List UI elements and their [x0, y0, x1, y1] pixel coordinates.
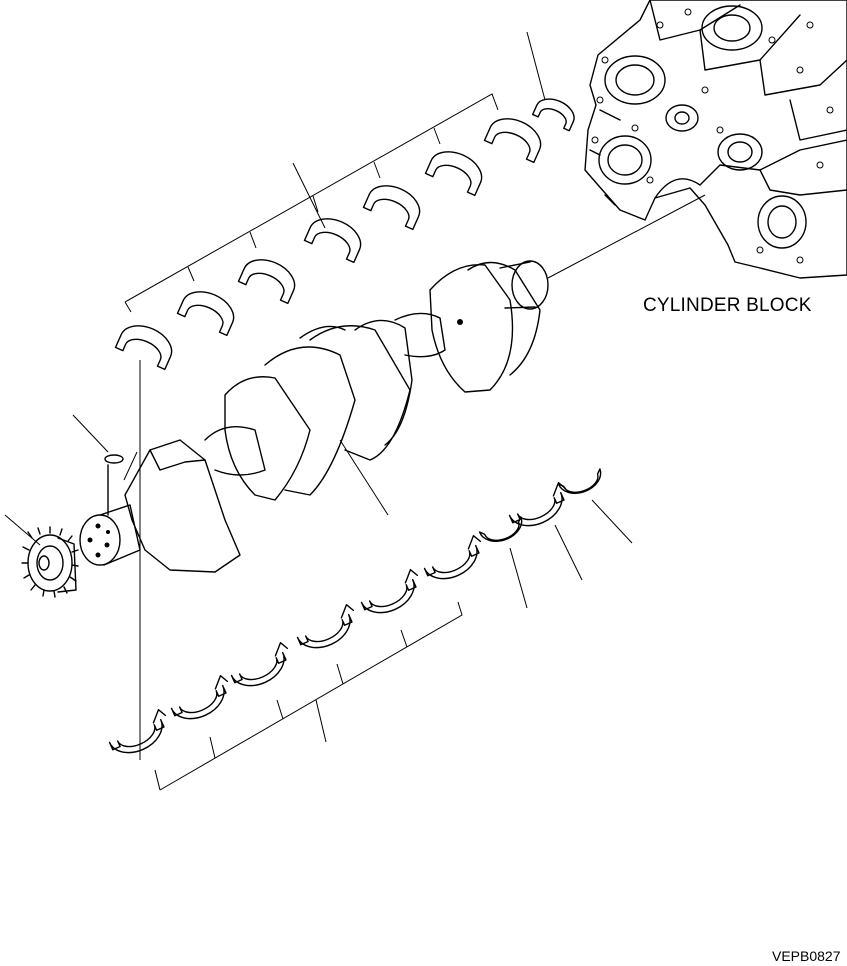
leader-line	[4, 514, 41, 546]
lower-bearing-shell	[296, 603, 355, 649]
upper-bearing-shell	[483, 118, 542, 164]
upper-bearing-shell	[114, 325, 173, 371]
upper-bearing-shell	[176, 291, 235, 337]
upper-bearing-shell	[531, 98, 575, 132]
upper-main-bearings	[114, 98, 575, 371]
leader-line	[554, 524, 583, 581]
leader-line	[591, 499, 633, 544]
upper-bearing-shell	[424, 151, 483, 197]
lower-bearing-shell	[170, 674, 229, 720]
leader-line	[123, 451, 138, 481]
upper-bearing-shell	[303, 218, 362, 264]
upper-bearing-bracket	[124, 93, 499, 313]
cylinder-block-drawing	[584, 0, 847, 279]
lower-bearing-bracket	[154, 601, 463, 791]
thrust-washer	[478, 516, 523, 542]
leader-line	[526, 31, 546, 101]
thrust-washers	[478, 468, 602, 542]
leader-line	[339, 439, 389, 516]
lower-bearing-shell	[360, 568, 419, 614]
upper-bearing-shell	[362, 185, 421, 231]
crankshaft-drawing	[79, 260, 549, 573]
lower-main-bearings	[108, 481, 567, 754]
lower-bearing-shell	[108, 708, 167, 754]
block-leader-line	[547, 194, 706, 279]
lower-bearing-shell	[230, 641, 289, 687]
crank-gear	[21, 526, 79, 598]
leader-line	[72, 414, 109, 453]
cylinder-block-label: CYLINDER BLOCK	[643, 295, 812, 316]
upper-bearing-shell	[237, 259, 296, 305]
figure-code: VEPB0827	[772, 948, 841, 964]
lower-bearing-shell	[508, 481, 567, 527]
thrust-washer	[557, 468, 602, 494]
lower-bearing-shell	[423, 534, 482, 580]
leader-line	[509, 547, 528, 609]
